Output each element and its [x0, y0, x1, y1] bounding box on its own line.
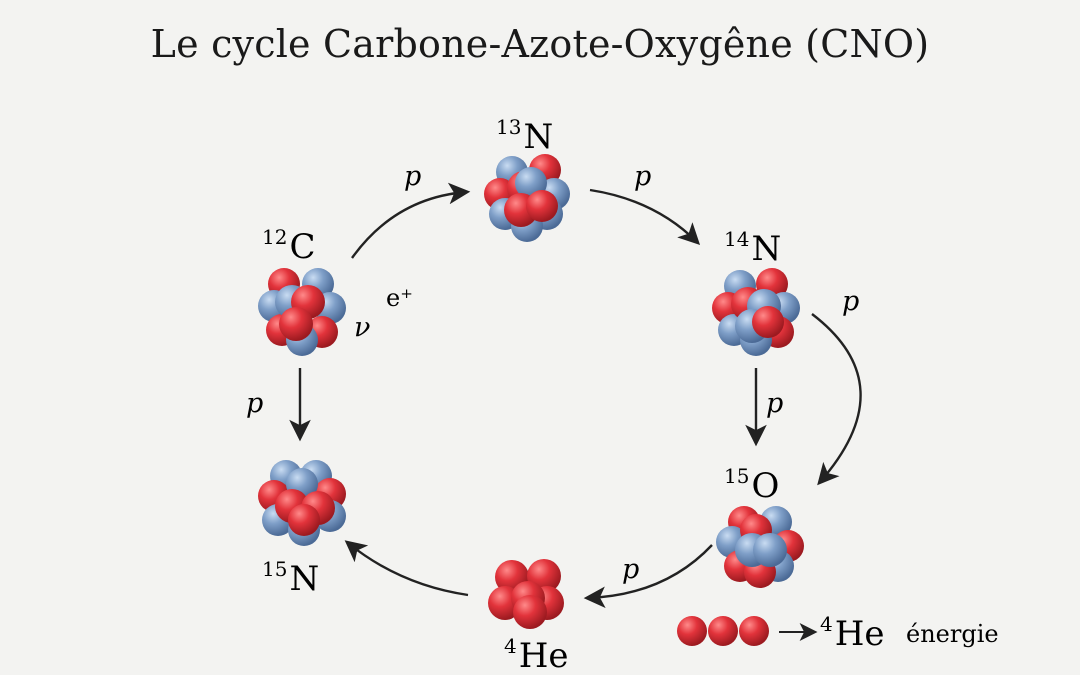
neutrino-label: ν	[354, 312, 370, 343]
label-he4: 4He	[504, 634, 569, 675]
arrow-n13-to-n14	[589, 188, 701, 246]
arrow-he4-to-n15	[344, 540, 469, 597]
arrow-n14-to-o15-curved	[811, 313, 862, 486]
nucleus-he4	[488, 559, 564, 629]
proton-label-c12-n15: p	[246, 388, 263, 419]
label-n13: 13N	[496, 115, 553, 157]
proton-label-n14-straight: p	[766, 388, 783, 419]
label-o15: 15O	[724, 464, 779, 506]
nucleus-o15	[716, 506, 804, 588]
nucleus-n13	[484, 154, 570, 242]
arrow-o15-to-he4	[583, 544, 713, 609]
label-n15: 15N	[262, 557, 319, 599]
nucleus-n14	[712, 268, 800, 356]
proton-label-o15-he4: p	[622, 554, 639, 585]
positron-label: e⁺	[386, 284, 413, 312]
legend-he4-label: 4He	[820, 612, 885, 654]
proton-label-c12-n13: p	[404, 161, 421, 192]
diagram-title: Le cycle Carbone-Azote-Oxygêne (CNO)	[150, 22, 930, 66]
reaction-arrows	[289, 182, 862, 641]
legend-protons	[677, 616, 769, 646]
label-n14: 14N	[724, 227, 781, 269]
label-c12: 12C	[262, 225, 315, 267]
arrow-c12-to-n13	[351, 182, 471, 259]
proton-label-n13-n14: p	[634, 161, 651, 192]
nucleus-c12	[258, 268, 346, 356]
proton-label-n14-curved: p	[842, 286, 859, 317]
legend-energy-label: énergie	[906, 620, 999, 648]
nucleus-n15	[258, 460, 346, 546]
